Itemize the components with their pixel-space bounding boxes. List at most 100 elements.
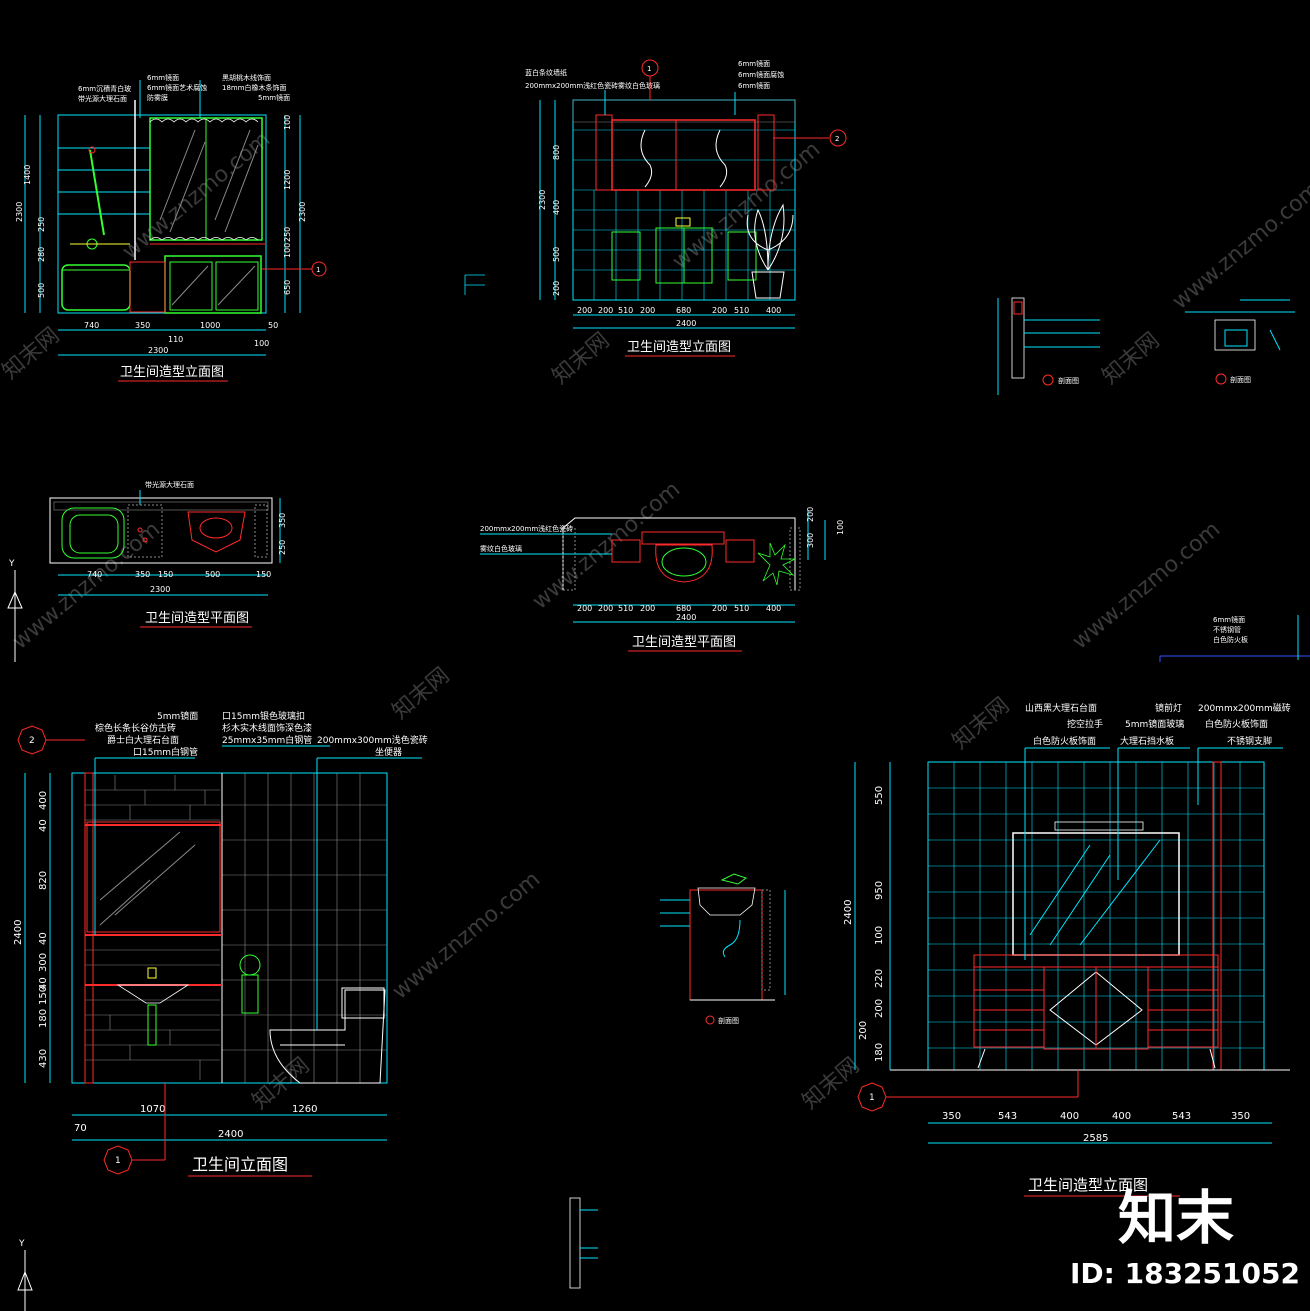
dim-text: 250 [283, 227, 292, 242]
dim-text: 200 [598, 604, 613, 613]
dim-text: 200 [858, 1021, 869, 1040]
dim-text: 100 [283, 115, 292, 130]
dim-text: 2585 [1083, 1133, 1108, 1144]
drawing-title: 卫生间造型立面图 [1028, 1176, 1148, 1194]
drawing-title: 卫生间造型立面图 [120, 365, 224, 380]
dim-text: 1200 [283, 170, 292, 190]
dim-text: 180 [38, 1009, 49, 1028]
dim-text: 500 [37, 283, 46, 298]
drawing-title: 卫生间造型平面图 [145, 611, 249, 626]
annotation: 不锈钢支脚 [1227, 735, 1272, 747]
section-details-top: 剖面图 剖面图 [997, 297, 1295, 395]
dim-text: 510 [734, 306, 749, 315]
annotation: 雾纹白色玻璃 [618, 81, 660, 90]
axis-label: Y [18, 1239, 25, 1249]
dim-text: 300 [38, 953, 49, 972]
annotation: 200mmx300mm浅色瓷砖 [317, 734, 428, 746]
dim-text: 280 [37, 247, 46, 262]
section-marker: 2 [29, 736, 35, 746]
dim-text: 100 [254, 339, 269, 348]
dim-text: 2400 [843, 900, 854, 925]
dim-text: 350 [278, 513, 287, 528]
dim-text: 2300 [148, 346, 168, 355]
annotation: 5mm镜面 [258, 93, 290, 102]
dim-text: 650 [283, 280, 292, 295]
ucs-axis-lower: Y [17, 1239, 33, 1311]
section-marker: 1 [316, 266, 320, 274]
section-detail-center: 剖面图 [660, 873, 786, 1025]
watermark-text: 知末网 [1098, 328, 1165, 390]
section-marker: 1 [647, 65, 651, 73]
annotation: 爵士白大理石台面 [107, 734, 179, 746]
annotation: 不锈钢管 [1213, 625, 1241, 634]
dim-text: 400 [766, 604, 781, 613]
dim-text: 2400 [676, 319, 696, 328]
dim-text: 1070 [140, 1104, 165, 1115]
annotation: 杉木实木线面饰深色漆 [222, 722, 312, 734]
plant-icon [757, 542, 796, 586]
annotation: 200mmx200mm浅红色瓷砖 [480, 524, 573, 533]
watermark-url: www.znzmo.com [1168, 177, 1310, 315]
drawing-title: 卫生间造型立面图 [627, 340, 731, 355]
annotation: 带光源大理石面 [78, 94, 127, 103]
drawing-title: 卫生间立面图 [192, 1155, 288, 1174]
section-title: 剖面图 [1230, 375, 1251, 384]
annotation: 大理石挡水板 [1120, 735, 1174, 747]
watermark-text: 知末网 [388, 663, 455, 725]
section-marker: 1 [115, 1156, 121, 1166]
section-title: 剖面图 [718, 1016, 739, 1025]
watermark-text: 知末网 [798, 1053, 865, 1115]
id-label: ID: 183251052 [1070, 1257, 1300, 1290]
section-title: 剖面图 [1058, 376, 1079, 385]
drawing-title: 卫生间造型平面图 [632, 635, 736, 650]
dim-text: 200 [640, 604, 655, 613]
dim-text: 680 [676, 306, 691, 315]
dim-text: 400 [766, 306, 781, 315]
plan-a: 740 350 150 500 150 2300 350 250 带光源大理石面… [49, 480, 287, 628]
dim-text: 2400 [13, 920, 24, 945]
annotation: 5mm镜面 [157, 710, 198, 722]
dim-text: 220 [874, 969, 885, 988]
dim-text: 200 [640, 306, 655, 315]
watermark-text: 知末网 [948, 693, 1015, 755]
dim-text: 2300 [150, 585, 170, 594]
dim-text: 350 [942, 1111, 961, 1122]
section-marker: 1 [869, 1093, 875, 1103]
dim-text: 510 [618, 604, 633, 613]
annotation: 带光源大理石面 [145, 480, 194, 489]
toilet-icon [269, 987, 386, 1084]
annotation: 白色防火板 [1213, 635, 1248, 644]
annotation: 6mm镜面 [147, 73, 179, 82]
small-detail-bottom [569, 1197, 598, 1289]
elevation-a: 740 350 1000 50 110 100 2300 1400 250 28… [15, 73, 327, 382]
dim-text: 200 [874, 999, 885, 1018]
dim-text: 250 [37, 217, 46, 232]
elevation-d: 550 950 100 220 200 200 180 2400 350 543… [843, 702, 1291, 1197]
annotation: 6mm沉積青白玻 [78, 84, 131, 93]
dim-text: 150 [38, 986, 49, 1005]
dim-text: 500 [552, 247, 561, 262]
dim-text: 2400 [218, 1129, 243, 1140]
dim-text: 543 [998, 1111, 1017, 1122]
dim-text: 510 [734, 604, 749, 613]
dim-text: 200 [712, 604, 727, 613]
annotation: 口15mm银色玻璃扣 [222, 710, 305, 722]
watermark-text: 知末网 [548, 328, 615, 390]
dim-text: 2300 [15, 202, 24, 222]
watermark-url: www.znzmo.com [388, 867, 545, 1005]
dim-text: 350 [1231, 1111, 1250, 1122]
dim-text: 430 [38, 1049, 49, 1068]
dim-text: 820 [38, 871, 49, 890]
annotation: 山西黑大理石台面 [1025, 702, 1097, 714]
annotation: 蓝白条纹墙纸 [525, 68, 567, 77]
dim-text: 950 [874, 881, 885, 900]
dim-text: 400 [1060, 1111, 1079, 1122]
dim-text: 740 [87, 570, 102, 579]
dim-text: 100 [836, 520, 845, 535]
elevation-c: 400 40 820 40 300 40 150 180 430 2400 10… [13, 710, 428, 1177]
dim-text: 150 [158, 570, 173, 579]
plan-b: 200 200 510 200 680 200 510 400 2400 200… [480, 507, 845, 652]
watermark-url: www.znzmo.com [528, 477, 685, 615]
annotation: 坐便器 [375, 746, 402, 758]
